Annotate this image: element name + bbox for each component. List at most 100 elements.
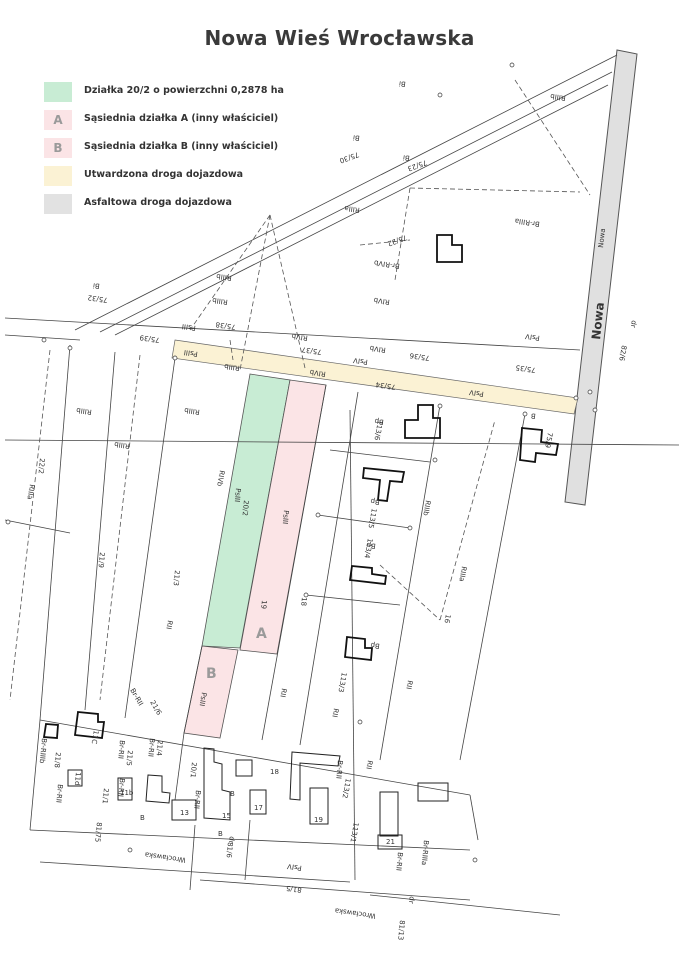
class-ri-2: RII <box>278 688 287 698</box>
class-psiv-3: PsIV <box>468 388 484 398</box>
label-81-75: 81/75 <box>93 822 103 843</box>
class-brri-4: Br-RII <box>54 784 64 803</box>
label-13: 13 <box>180 809 189 817</box>
class-riiib-4: RIIIb <box>211 296 228 306</box>
class-bi-2: Bi <box>352 133 360 142</box>
class-ri-4: RII <box>404 680 413 690</box>
building-113-4 <box>348 565 388 585</box>
label-20-2: 20/2 <box>241 500 250 516</box>
class-ri-5: RII <box>364 760 373 770</box>
class-dr-3: dr <box>407 896 416 905</box>
label-75-36: 75/36 <box>409 351 431 362</box>
survey-points <box>5 62 598 863</box>
class-bi-4: Bi <box>402 153 410 162</box>
label-75-9: 75/9 <box>543 432 554 449</box>
road-label-nowa: Nowa <box>589 302 607 341</box>
class-dr-2: dr <box>227 836 236 845</box>
label-15: 15 <box>222 812 231 820</box>
dashed-boundaries <box>9 79 591 701</box>
class-b-3: B <box>218 830 223 838</box>
class-psiv-2: PsIV <box>352 356 368 366</box>
class-rivb-3: RIVb <box>369 344 387 354</box>
class-brri-5: Br-RII <box>116 778 126 797</box>
class-riiib-8: RIIIb <box>421 500 432 517</box>
label-19: 19 <box>259 600 268 610</box>
map-mark-b: B <box>206 666 217 682</box>
class-dr-1: dr <box>629 320 638 329</box>
class-riiib-2: RIIIb <box>223 362 240 372</box>
label-20-1: 20/1 <box>189 762 198 778</box>
label-81-13: 81/13 <box>396 920 406 941</box>
class-bp-1: Bp <box>373 417 384 426</box>
map-mark-a: A <box>256 626 267 642</box>
building-75-9 <box>519 427 560 464</box>
class-brri-3: Br-RII <box>146 738 156 757</box>
paved-access-road <box>171 339 579 415</box>
label-21-3: 21/3 <box>172 570 181 586</box>
street-label-wroclawska-2: Wrocławska <box>334 906 376 920</box>
class-bi-1: Bi <box>398 79 406 88</box>
label-75-32: 75/32 <box>87 293 108 304</box>
label-113-6: 113/6 <box>372 420 383 442</box>
building-113-5 <box>362 467 406 502</box>
label-81-6: 81/6 <box>225 842 234 859</box>
legend-text: Sąsiednia działka B (inny właściciel) <box>84 141 279 152</box>
label-18: 18 <box>299 597 308 607</box>
class-riiib-3: RIIIb <box>215 272 232 282</box>
class-riiib-1: RIIIb <box>549 92 566 102</box>
label-75-34: 75/34 <box>375 380 397 391</box>
label-21-4: 21/4 <box>155 740 164 757</box>
class-bp-2: Bp <box>369 497 380 506</box>
label-21-1: 21/1 <box>101 788 110 804</box>
class-ri-1: RII <box>164 620 173 630</box>
class-brri-1: Br-RII <box>128 687 144 707</box>
legend-text: Utwardzona droga dojazdowa <box>84 169 244 180</box>
asphalt-road-nowa <box>564 49 638 506</box>
class-riiib-5: RIIIb <box>75 406 92 416</box>
label-82-6: 82/6 <box>617 345 628 362</box>
legend-text: Sąsiednia działka A (inny właściciel) <box>84 113 279 124</box>
class-psiv-4: PsIV <box>286 862 302 872</box>
legend-item-neighbor-b: B Sąsiednia działka B (inny właściciel) <box>44 138 344 166</box>
class-brriia: Br-RIIIa <box>514 217 540 228</box>
label-113-5: 113/5 <box>367 508 378 529</box>
class-psiv-1: PsIV <box>524 332 540 342</box>
label-19b: 19 <box>314 816 323 824</box>
buildings-south <box>67 747 449 850</box>
label-17: 17 <box>254 804 263 812</box>
label-75-37: 75/37 <box>301 345 322 356</box>
class-brriiia-2: Br-RIIIa <box>420 840 430 866</box>
legend-item-paved-road: Utwardzona droga dojazdowa <box>44 166 344 194</box>
label-113-3: 113/3 <box>337 672 348 693</box>
label-113-2: 113/2 <box>341 778 352 799</box>
label-20-2-cls: PsIII <box>233 488 242 503</box>
class-psiii-1: PsIII <box>183 348 198 358</box>
class-bi-3: Bi <box>92 281 100 290</box>
legend-swatch-grey <box>44 194 72 214</box>
label-21-5: 21/5 <box>125 750 134 766</box>
legend-item-plot-20-2: Działka 20/2 o powierzchni 0,2878 ha <box>44 82 344 110</box>
label-75-22: 75/22 <box>386 233 408 247</box>
legend-swatch-pink-a: A <box>44 110 72 130</box>
legend-swatch-pink-b: B <box>44 138 72 158</box>
label-22-2: 22/2 <box>37 458 46 474</box>
street-label-wroclawska-1: Wrocławska <box>144 850 186 864</box>
page-title: Nowa Wieś Wrocławska <box>204 26 475 50</box>
building-113-6 <box>404 404 441 439</box>
label-75-38: 75/38 <box>215 320 236 331</box>
label-21-9: 21/9 <box>97 552 106 568</box>
parcel-boundaries <box>4 344 679 916</box>
class-b-4: B <box>140 814 145 822</box>
legend: Działka 20/2 o powierzchni 0,2878 ha A S… <box>44 82 344 222</box>
class-riiia-2: RIIIa <box>25 484 36 501</box>
class-riiia-3: RIIIa <box>457 566 468 583</box>
legend-text: Asfaltowa droga dojazdowa <box>84 197 232 208</box>
parcel-labels: 20/2 PsIII PsIII 19 18 21/3 21/9 22/2 75… <box>37 150 628 941</box>
class-brri-6: Br-RII <box>192 790 202 809</box>
legend-item-neighbor-a: A Sąsiednia działka A (inny właściciel) <box>44 110 344 138</box>
class-ri-3: RII <box>330 708 339 718</box>
class-brriiib: Br-RIIIb <box>38 738 48 764</box>
class-brrivb: Br-RIVb <box>373 258 400 270</box>
label-81-5: 81/5 <box>286 884 303 894</box>
northern-road-lines <box>4 54 618 351</box>
